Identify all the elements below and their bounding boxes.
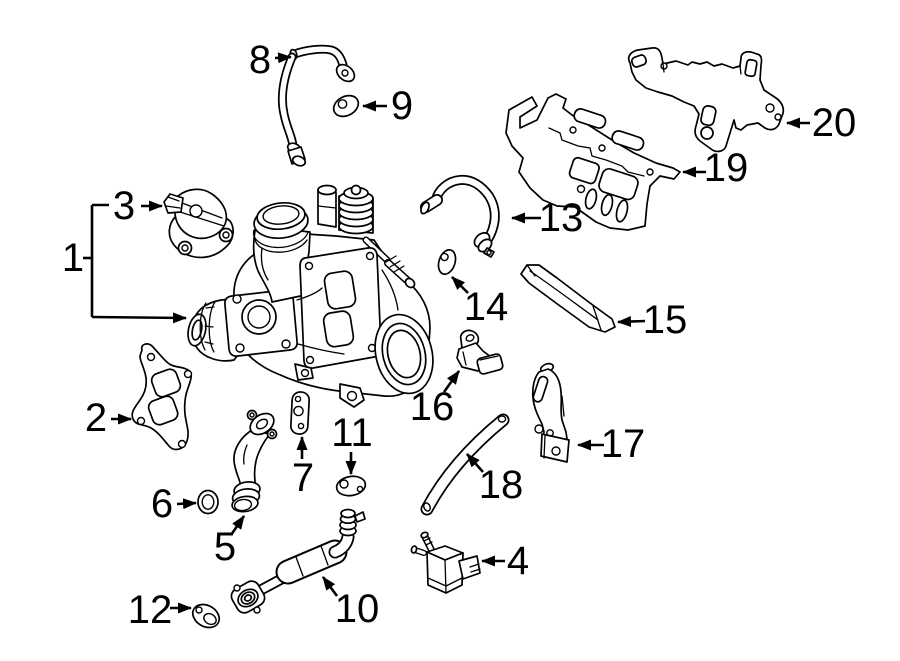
callout-label-2[interactable]: 2 (84, 396, 108, 440)
part-17-bracket (531, 362, 570, 463)
part-2-gasket (131, 343, 193, 451)
part-18-brace (420, 413, 510, 516)
part-13-hose (420, 174, 500, 258)
part-3-water-outlet (163, 188, 234, 259)
callout-1-leader-3 (91, 312, 187, 324)
turbo-wastegate-actuator (317, 184, 374, 235)
callout-label-20[interactable]: 20 (811, 101, 857, 145)
part-20-bracket (627, 47, 785, 153)
turbo-center-flange-plate (299, 247, 382, 369)
callout-label-9[interactable]: 9 (390, 84, 414, 128)
callout-5-leader-0 (229, 515, 246, 536)
part-16-bracket (456, 329, 504, 375)
leader-lines (83, 52, 810, 614)
callout-10-leader-0 (321, 576, 339, 597)
callout-label-12[interactable]: 12 (127, 588, 173, 632)
part-7-gasket (289, 391, 311, 435)
part-10-pipe-assembly (230, 508, 366, 614)
callout-label-10[interactable]: 10 (334, 587, 380, 631)
callout-label-17[interactable]: 17 (600, 422, 646, 466)
part-19-heat-shield (505, 93, 681, 231)
callout-label-8[interactable]: 8 (248, 38, 272, 82)
callout-label-4[interactable]: 4 (506, 539, 530, 583)
part-1-turbocharger-assembly (187, 184, 434, 408)
turbo-mounting-feet (294, 363, 365, 408)
part-5-water-pipe (231, 409, 278, 513)
callout-label-7[interactable]: 7 (291, 456, 315, 500)
part-11-gasket (335, 475, 367, 497)
turbo-turbine-outlet (374, 313, 434, 395)
callout-18-leader-0 (466, 453, 484, 473)
callout-label-15[interactable]: 15 (642, 298, 688, 342)
callout-label-5[interactable]: 5 (213, 525, 237, 569)
callout-15-leader-0 (617, 316, 646, 328)
callout-label-3[interactable]: 3 (112, 184, 136, 228)
part-9-gasket (332, 94, 360, 118)
turbo-actuator-rod (362, 236, 416, 289)
callout-6-leader-0 (176, 498, 197, 510)
part-12-gasket (191, 603, 221, 629)
callout-label-18[interactable]: 18 (478, 463, 524, 507)
callout-label-16[interactable]: 16 (409, 385, 455, 429)
part-8-oil-pipe (277, 44, 356, 167)
part-4-valve (410, 531, 481, 594)
callout-label-19[interactable]: 19 (703, 146, 749, 190)
callout-8-leader-0 (274, 52, 292, 64)
turbo-intake-tube (252, 201, 311, 303)
callout-14-leader-0 (451, 276, 469, 294)
callout-label-1[interactable]: 1 (61, 236, 85, 280)
callout-16-leader-0 (442, 370, 461, 393)
callout-label-11[interactable]: 11 (331, 411, 373, 455)
callout-label-14[interactable]: 14 (463, 285, 509, 329)
part-15-heat-shield-strip (520, 264, 616, 333)
callout-label-13[interactable]: 13 (538, 196, 584, 240)
callout-label-6[interactable]: 6 (150, 482, 174, 526)
part-6-o-ring (197, 489, 219, 515)
part-14-gasket (437, 249, 457, 275)
